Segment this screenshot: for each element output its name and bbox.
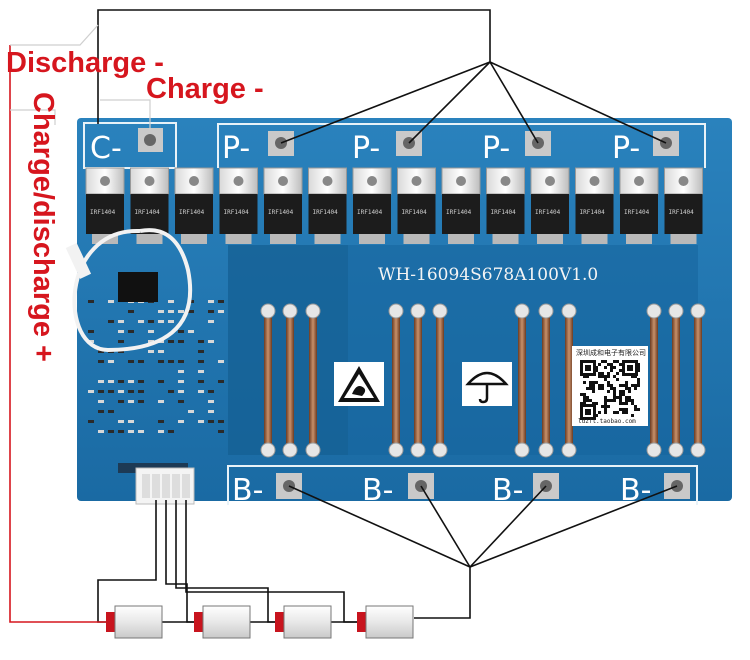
mosfet-part-label: IRF1404 (357, 209, 383, 216)
mosfet-part-label: IRF1404 (135, 209, 161, 216)
shunt-bar (432, 303, 448, 458)
qr-code: 深圳成和电子有限公司 ldzft.taobao.com (572, 346, 648, 426)
wiring (97, 9, 678, 623)
mosfet-part-label: IRF1404 (313, 209, 339, 216)
mosfet-part-label: IRF1404 (90, 209, 116, 216)
shunt-bar (538, 303, 554, 458)
mosfet: IRF1404 (219, 167, 258, 244)
svg-text:B-: B- (492, 473, 523, 508)
shunt-resistor-bars (260, 303, 706, 458)
mosfet: IRF1404 (174, 167, 214, 244)
svg-text:B-: B- (362, 473, 393, 508)
mosfet-part-label: IRF1404 (535, 209, 561, 216)
svg-text:P-: P- (222, 131, 250, 166)
mosfet: IRF1404 (575, 167, 614, 244)
mosfet-part-label: IRF1404 (179, 209, 205, 216)
svg-text:P-: P- (612, 131, 640, 166)
battery-cell (194, 605, 251, 639)
balance-ic-chip (118, 272, 158, 302)
battery-cell (357, 605, 414, 639)
mosfet: IRF1404 (664, 167, 703, 244)
mosfet: IRF1404 (486, 167, 525, 244)
mosfet-part-label: IRF1404 (580, 209, 606, 216)
shunt-bar (305, 303, 321, 458)
shunt-bar (514, 303, 530, 458)
mosfet: IRF1404 (130, 167, 169, 244)
battery-cell (275, 605, 332, 639)
battery-cell (106, 605, 163, 639)
pad-b-minus-strip: B- B- B- B- (227, 465, 698, 508)
discharge-negative-label: Discharge - (6, 47, 164, 79)
mosfet-part-label: IRF1404 (268, 209, 294, 216)
mosfet: IRF1404 (263, 167, 303, 244)
keep-dry-umbrella-icon (462, 362, 512, 406)
pad-c-minus: C- (83, 122, 177, 169)
mosfet: IRF1404 (441, 167, 481, 244)
mosfet: IRF1404 (352, 167, 392, 244)
callout-lines (10, 24, 151, 130)
positive-lead-wire (9, 45, 106, 623)
svg-text:C-: C- (90, 131, 122, 166)
svg-text:深圳成和电子有限公司: 深圳成和电子有限公司 (576, 348, 646, 357)
mosfet-part-label: IRF1404 (224, 209, 250, 216)
mosfet-part-label: IRF1404 (402, 209, 428, 216)
shunt-bar (388, 303, 404, 458)
esd-warning-icon (334, 362, 384, 406)
mosfet: IRF1404 (619, 167, 659, 244)
mosfet: IRF1404 (308, 167, 347, 244)
balance-connector (118, 463, 195, 505)
mosfet-part-label: IRF1404 (446, 209, 472, 216)
pad-b-1: B- (232, 473, 302, 508)
pad-p-3: P- (482, 131, 551, 166)
pad-p-1: P- (222, 131, 294, 166)
mosfet-part-label: IRF1404 (624, 209, 650, 216)
svg-text:P-: P- (352, 131, 380, 166)
charge-discharge-positive-label: Charge/discharge + (27, 92, 59, 362)
charge-negative-label: Charge - (146, 73, 264, 105)
shunt-bar (282, 303, 298, 458)
shunt-bar (410, 303, 426, 458)
smd-component-area (88, 300, 224, 433)
svg-text:P-: P- (482, 131, 510, 166)
battery-cells (106, 605, 414, 639)
shunt-bar (668, 303, 684, 458)
board-model-label: WH-16094S678A100V1.0 (378, 265, 598, 285)
mosfet: IRF1404 (85, 167, 125, 244)
shunt-bar (646, 303, 662, 458)
mosfet-row: IRF1404 IRF1404 IRF1404 IRF1404 IRF1404 IRF14… (85, 167, 703, 244)
svg-text:ldzft.taobao.com: ldzft.taobao.com (578, 418, 636, 425)
mosfet: IRF1404 (530, 167, 570, 244)
svg-text:B-: B- (232, 473, 263, 508)
shunt-bar (561, 303, 577, 458)
mosfet-part-label: IRF1404 (491, 209, 517, 216)
mosfet-part-label: IRF1404 (669, 209, 695, 216)
shunt-bar (690, 303, 706, 458)
shunt-bar (260, 303, 276, 458)
mosfet: IRF1404 (397, 167, 436, 244)
